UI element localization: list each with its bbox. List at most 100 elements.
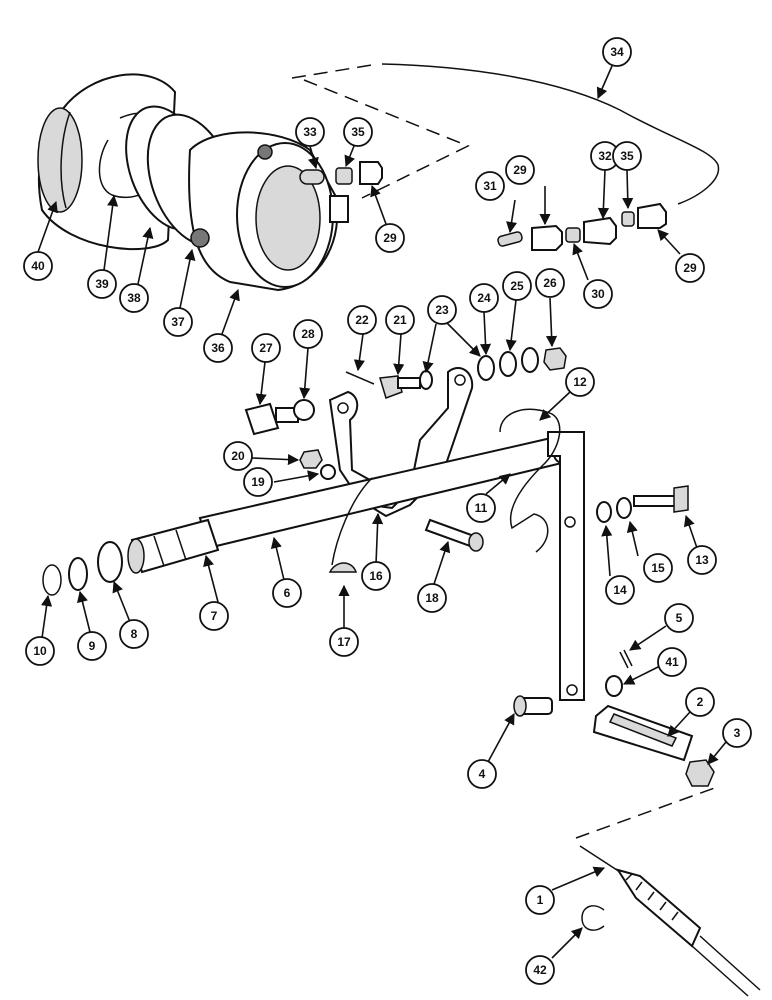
callout-26: 26 <box>535 268 565 298</box>
callout-22: 22 <box>347 305 377 335</box>
callout-39: 39 <box>87 269 117 299</box>
callout-16: 16 <box>361 561 391 591</box>
svg-text:35: 35 <box>620 149 634 163</box>
callout-24: 24 <box>469 283 499 313</box>
callout-17: 17 <box>329 627 359 657</box>
tube-route-dashed-lower <box>303 79 470 199</box>
svg-text:29: 29 <box>383 231 397 245</box>
woodruff-key-part-17 <box>328 562 358 573</box>
lock-washer-part-28 <box>293 399 315 421</box>
svg-text:12: 12 <box>573 375 587 389</box>
callout-6: 6 <box>272 578 302 608</box>
callout-2: 2 <box>685 687 715 717</box>
nut-part-20 <box>299 449 323 469</box>
control-cable-part-1 <box>579 845 761 997</box>
svg-text:18: 18 <box>425 591 439 605</box>
callout-29-middle: 29 <box>505 155 535 185</box>
sleeve-part-30 <box>565 227 581 243</box>
release-bearing-assembly <box>37 73 349 292</box>
svg-text:14: 14 <box>613 583 627 597</box>
svg-text:26: 26 <box>543 276 557 290</box>
washer-part-14 <box>596 501 612 523</box>
svg-text:4: 4 <box>479 767 486 781</box>
clevis-part-2 <box>592 704 694 762</box>
callout-33: 33 <box>295 117 325 147</box>
svg-text:27: 27 <box>259 341 273 355</box>
callout-13: 13 <box>687 545 717 575</box>
callout-23: 23 <box>427 295 457 325</box>
svg-text:6: 6 <box>284 586 291 600</box>
callout-21: 21 <box>385 305 415 335</box>
svg-text:34: 34 <box>610 45 624 59</box>
svg-text:7: 7 <box>211 609 218 623</box>
svg-text:25: 25 <box>510 279 524 293</box>
svg-text:5: 5 <box>676 611 683 625</box>
callout-29-left: 29 <box>375 223 405 253</box>
nut-part-26 <box>543 347 567 371</box>
svg-text:28: 28 <box>301 327 315 341</box>
svg-text:13: 13 <box>695 553 709 567</box>
bolt-part-13 <box>633 485 689 513</box>
washer-part-19 <box>320 464 336 480</box>
washer-part-24 <box>499 351 517 377</box>
callout-12: 12 <box>565 367 595 397</box>
callout-3: 3 <box>722 718 752 748</box>
release-fork-part-16 <box>328 367 474 518</box>
bolt-part-21 <box>379 370 433 399</box>
svg-text:37: 37 <box>171 315 185 329</box>
lube-tube-part-34 <box>381 63 720 205</box>
washer-part-9 <box>68 557 88 591</box>
callout-38: 38 <box>119 283 149 313</box>
svg-text:31: 31 <box>483 179 497 193</box>
callout-5: 5 <box>664 603 694 633</box>
callout-34: 34 <box>602 37 632 67</box>
callout-42: 42 <box>525 955 555 985</box>
svg-text:29: 29 <box>683 261 697 275</box>
callout-37: 37 <box>163 307 193 337</box>
callout-27: 27 <box>251 333 281 363</box>
fitting-part-33 <box>299 169 325 185</box>
svg-text:19: 19 <box>251 475 265 489</box>
callout-32: 32 <box>590 141 620 171</box>
key-hint-line <box>331 477 373 566</box>
washer-part-25 <box>521 347 539 373</box>
sleeve-part-35-right <box>621 211 635 227</box>
adapter-part-29-left <box>359 161 383 185</box>
svg-text:30: 30 <box>591 287 605 301</box>
callout-41: 41 <box>657 647 687 677</box>
svg-text:33: 33 <box>303 125 317 139</box>
svg-text:22: 22 <box>355 313 369 327</box>
lube-fittings-group-left <box>299 161 383 185</box>
svg-text:3: 3 <box>734 726 741 740</box>
clevis-pin-part-4 <box>513 695 553 717</box>
callout-30: 30 <box>583 279 613 309</box>
sleeve-part-35-left <box>335 167 353 185</box>
shaft-bushing-part-7 <box>127 518 220 574</box>
svg-text:35: 35 <box>351 125 365 139</box>
lock-washer-part-15 <box>616 497 632 519</box>
callout-36: 36 <box>203 333 233 363</box>
snap-ring-part-10 <box>42 564 62 596</box>
callout-18: 18 <box>417 583 447 613</box>
svg-text:40: 40 <box>31 259 45 273</box>
tube-route-dashed-upper <box>291 63 379 79</box>
svg-text:8: 8 <box>131 627 138 641</box>
adapter-part-29-middle <box>531 224 563 251</box>
callout-4: 4 <box>467 759 497 789</box>
locknut-part-3 <box>685 759 715 787</box>
callout-35-left: 35 <box>343 117 373 147</box>
svg-text:16: 16 <box>369 569 383 583</box>
release-lever-part-12 <box>547 431 585 701</box>
bushing-part-8 <box>97 541 123 583</box>
svg-text:9: 9 <box>89 639 96 653</box>
callout-40: 40 <box>23 251 53 281</box>
cable-route-dashed <box>575 785 721 839</box>
washer-part-41 <box>605 675 623 697</box>
lube-fittings-group-right <box>497 202 667 251</box>
svg-text:20: 20 <box>231 449 245 463</box>
svg-text:21: 21 <box>393 313 407 327</box>
adapter-part-29-right <box>637 202 667 229</box>
svg-text:10: 10 <box>33 644 47 658</box>
washer-stack <box>477 347 567 381</box>
